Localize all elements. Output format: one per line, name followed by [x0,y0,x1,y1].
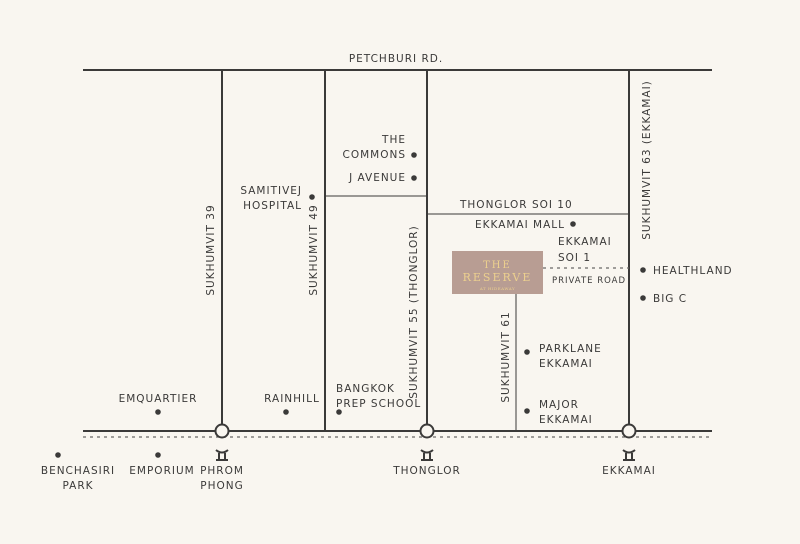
healthland-dot [640,267,646,273]
parklane-label-2: EKKAMAI [539,358,593,370]
bigc-dot [640,295,646,301]
ekkamai-mall-dot [570,221,576,227]
major-label-2: EKKAMAI [539,414,593,426]
samitivej-dot [309,194,315,200]
soi61-label: SUKHUMVIT 61 [500,311,512,402]
soi39-label: SUKHUMVIT 39 [205,204,217,295]
soi49-label: SUKHUMVIT 49 [308,204,320,295]
the-commons-label: THE [381,134,406,146]
parklane-dot [524,349,530,355]
bangkok-prep-label-2: PREP SCHOOL [336,398,421,410]
samitivej-label: SAMITIVEJ [240,185,302,197]
station-phrom-phong: PHROM PHONG [200,423,244,492]
rainhill-dot [283,409,289,415]
ekkamai-soi1-label: EKKAMAI [558,236,612,248]
station-thonglor: THONGLOR [392,423,461,477]
emporium-label: EMPORIUM [129,465,194,477]
bts-icon [420,449,434,461]
station-ekkamai: EKKAMAI [602,423,656,477]
parklane-label: PARKLANE [539,343,602,355]
bangkok-prep-dot [336,409,342,415]
the-commons-dot [411,152,417,158]
benchasiri-label-2: PARK [62,480,93,492]
bts-icon [215,449,229,461]
svg-text:PHONG: PHONG [200,480,243,492]
ekkamai-soi1-label-2: SOI 1 [558,252,591,264]
svg-text:RESERVE: RESERVE [463,271,533,284]
j-avenue-dot [411,175,417,181]
petchburi-label: PETCHBURI RD. [349,53,443,65]
thonglor-soi10-label: THONGLOR SOI 10 [459,199,573,211]
emquartier-label: EMQUARTIER [119,393,198,405]
samitivej-label-2: HOSPITAL [243,200,302,212]
major-label: MAJOR [539,399,579,411]
svg-text:EKKAMAI: EKKAMAI [602,465,656,477]
bangkok-prep-label: BANGKOK [336,383,395,395]
svg-text:PHROM: PHROM [200,465,244,477]
healthland-label: HEALTHLAND [653,265,733,277]
svg-text:THONGLOR: THONGLOR [392,465,461,477]
benchasiri-label: BENCHASIRI [41,465,115,477]
bigc-label: BIG C [653,293,687,305]
benchasiri-dot [55,452,61,458]
the-reserve-logo: THE RESERVE AT HIDEAWAY [452,251,543,294]
soi55-label: SUKHUMVIT 55 (THONGLOR) [408,225,420,398]
private-road-label: PRIVATE ROAD [552,276,626,286]
svg-text:THE: THE [483,260,512,271]
rainhill-label: RAINHILL [264,393,320,405]
svg-text:AT HIDEAWAY: AT HIDEAWAY [479,286,515,291]
bts-icon [622,449,636,461]
landmark-dots [55,152,646,458]
major-dot [524,408,530,414]
emquartier-dot [155,409,161,415]
ekkamai-mall-label: EKKAMAI MALL [475,219,565,231]
j-avenue-label: J AVENUE [348,172,406,184]
emporium-dot [155,452,161,458]
the-commons-label-2: COMMONS [343,149,407,161]
soi63-label: SUKHUMVIT 63 (EKKAMAI) [641,80,653,240]
